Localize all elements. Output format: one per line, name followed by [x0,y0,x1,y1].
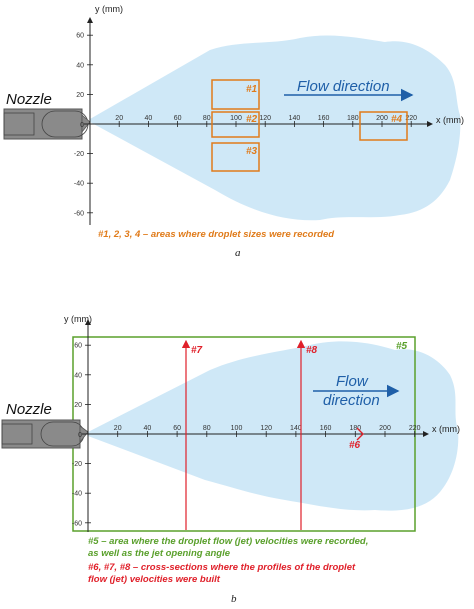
area-1-label: #1 [246,84,258,95]
a-x-tick-label-5: 120 [259,115,271,122]
caption-a: #1, 2, 3, 4 – areas where droplet sizes … [98,229,334,240]
x-axis-title-a: x (mm) [436,115,464,125]
area-2-label: #2 [246,114,258,125]
section-6-marker [356,427,364,441]
section-7-label: #7 [191,345,203,356]
spray-cloud-b [88,341,459,511]
area-1-box [211,79,260,110]
b-y-tick-label-2: 20 [74,402,82,409]
a-x-tick-label-3: 80 [203,115,211,122]
a-x-tick-label-1: 40 [145,115,153,122]
a-y-tick-label-5: -40 [74,181,84,188]
origin-label-b: 0 [78,432,82,439]
area-2-box [211,111,260,138]
a-x-tick-label-4: 100 [230,115,242,122]
b-y-tick-label-6: -60 [72,520,82,527]
y-axis-title-b: y (mm) [64,314,92,324]
area-3-label: #3 [246,146,258,157]
a-x-tick-label-2: 60 [174,115,182,122]
section-6-label: #6 [349,440,361,451]
nozzle-b [1,419,89,449]
flow-label-line1-b: Flow [336,373,369,390]
caption-red-2: flow (jet) velocities were built [88,574,221,585]
area-4-label: #4 [391,114,403,125]
a-y-tick-label-1: 40 [76,62,84,69]
caption-green-2: as well as the jet opening angle [88,548,231,559]
a-y-tick-label-2: 20 [76,92,84,99]
x-ticks-a: 20 40 60 80 100 120 140 160 180 200 220 [115,115,417,127]
b-x-tick-label-10: 220 [409,425,421,432]
b-y-tick-label-0: 60 [74,343,82,350]
b-y-tick-label-4: -20 [72,461,82,468]
flow-label-line2-b: direction [323,392,380,409]
b-x-tick-label-0: 20 [114,425,122,432]
a-y-tick-label-6: -60 [74,210,84,217]
area-5-label: #5 [396,341,408,352]
b-y-tick-label-1: 40 [74,372,82,379]
spray-cloud-a [90,35,461,221]
caption-green-1: #5 – area where the droplet flow (jet) v… [88,536,368,547]
origin-label-a: 0 [80,122,84,129]
a-x-tick-label-10: 220 [405,115,417,122]
a-x-tick-label-6: 140 [289,115,301,122]
panel-letter-a: a [235,247,241,259]
a-x-tick-label-9: 200 [376,115,388,122]
b-x-tick-label-5: 120 [260,425,272,432]
area-4-box [359,111,408,141]
b-x-tick-label-4: 100 [231,425,243,432]
b-x-tick-label-8: 180 [349,425,361,432]
panel-letter-b: b [231,593,237,605]
b-x-tick-label-2: 60 [173,425,181,432]
panel-b: #5 Nozzle y (mm) x (mm) 0 60 40 20 -20 -40 -6… [1,314,460,605]
nozzle-label-b: Nozzle [6,401,52,418]
b-x-tick-label-9: 200 [379,425,391,432]
y-ticks-a: 60 40 20 -20 -40 -60 [74,33,93,217]
a-x-tick-label-8: 180 [347,115,359,122]
y-ticks-b: 60 40 20 -20 -40 -60 [72,343,91,527]
a-x-tick-label-0: 20 [115,115,123,122]
b-x-tick-label-6: 140 [290,425,302,432]
caption-red-1: #6, #7, #8 – cross-sections where the pr… [88,562,356,573]
flow-direction-label-a: Flow direction [297,78,390,95]
panel-a: Nozzle y (mm) x (mm) 0 60 40 20 -20 -40 -60 2… [3,4,464,259]
b-x-tick-label-3: 80 [203,425,211,432]
b-x-tick-label-1: 40 [144,425,152,432]
y-axis-title-a: y (mm) [95,4,123,14]
nozzle-label-a: Nozzle [6,91,52,108]
area-3-box [211,142,260,172]
b-y-tick-label-5: -40 [72,491,82,498]
nozzle-a [3,108,91,140]
a-x-tick-label-7: 160 [318,115,330,122]
x-axis-title-b: x (mm) [432,424,460,434]
section-8-label: #8 [306,345,318,356]
a-y-tick-label-4: -20 [74,151,84,158]
b-x-tick-label-7: 160 [320,425,332,432]
x-ticks-b: 20 40 60 80 100 120 140 160 180 200 220 [114,425,421,437]
a-y-tick-label-0: 60 [76,33,84,40]
